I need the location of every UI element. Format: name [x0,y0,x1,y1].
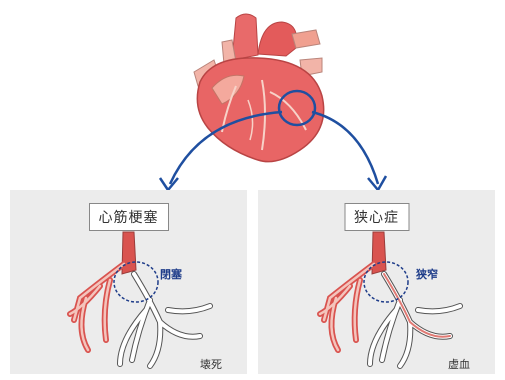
panel-title-angina: 狭心症 [344,203,409,231]
lesion-label-occlusion: 閉塞 [160,266,182,282]
panel-title-infarction: 心筋梗塞 [89,203,169,231]
panel-infarction: 心筋梗塞 閉塞 壊死 [10,190,247,374]
panel-angina: 狭心症 狭窄 虚血 [258,190,495,374]
outcome-label-necrosis: 壊死 [200,356,222,372]
outcome-label-ischemia: 虚血 [448,356,470,372]
lesion-label-stenosis: 狭窄 [416,266,438,282]
